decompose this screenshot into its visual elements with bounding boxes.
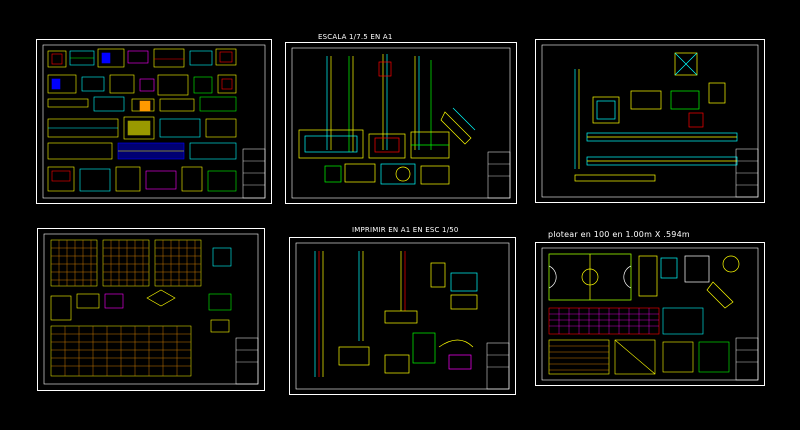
slab-grid-top — [50, 239, 202, 287]
detail-group — [574, 52, 738, 182]
detail-group-top — [47, 48, 237, 68]
backboard-details — [638, 255, 740, 309]
title-block — [735, 148, 759, 198]
sheet-inner-frame — [295, 242, 510, 390]
drawing-sheet-2 — [285, 42, 517, 204]
elevation-strip — [47, 116, 237, 160]
sheet-frame — [37, 228, 265, 391]
sheet-inner-frame — [541, 247, 759, 381]
sheet-frame — [535, 39, 765, 203]
column-details — [326, 54, 476, 152]
title-block — [235, 337, 259, 385]
small-details — [50, 247, 232, 333]
stands-elevation — [548, 307, 730, 375]
drawing-sheet-4 — [37, 228, 265, 391]
title-block — [735, 337, 759, 381]
wall-sections — [314, 251, 478, 377]
sheet-frame — [535, 242, 765, 386]
scale-note: ESCALA 1/7.5 EN A1 — [318, 33, 393, 41]
sheet-inner-frame — [541, 44, 759, 198]
title-block — [242, 148, 266, 199]
drawing-sheet-6 — [535, 242, 765, 386]
drawing-sheet-5 — [289, 237, 516, 395]
sheet-frame — [36, 39, 272, 204]
plot-note: plotear en 100 en 1.00m X .594m — [548, 230, 690, 239]
sheet-inner-frame — [291, 47, 511, 199]
sheet-inner-frame — [42, 44, 266, 199]
sheet-frame — [289, 237, 516, 395]
drawing-sheet-3 — [535, 39, 765, 203]
footing-details — [298, 129, 450, 185]
sheet-frame — [285, 42, 517, 204]
detail-group-middle — [47, 74, 237, 112]
drawing-sheet-1 — [36, 39, 272, 204]
section-details-bottom — [47, 166, 237, 192]
court-plan — [548, 253, 632, 301]
slab-grid-bottom — [50, 325, 192, 377]
title-block — [486, 342, 510, 390]
print-note: IMPRIMIR EN A1 EN ESC 1/50 — [352, 226, 459, 234]
title-block — [487, 151, 511, 199]
sheet-inner-frame — [43, 233, 259, 385]
